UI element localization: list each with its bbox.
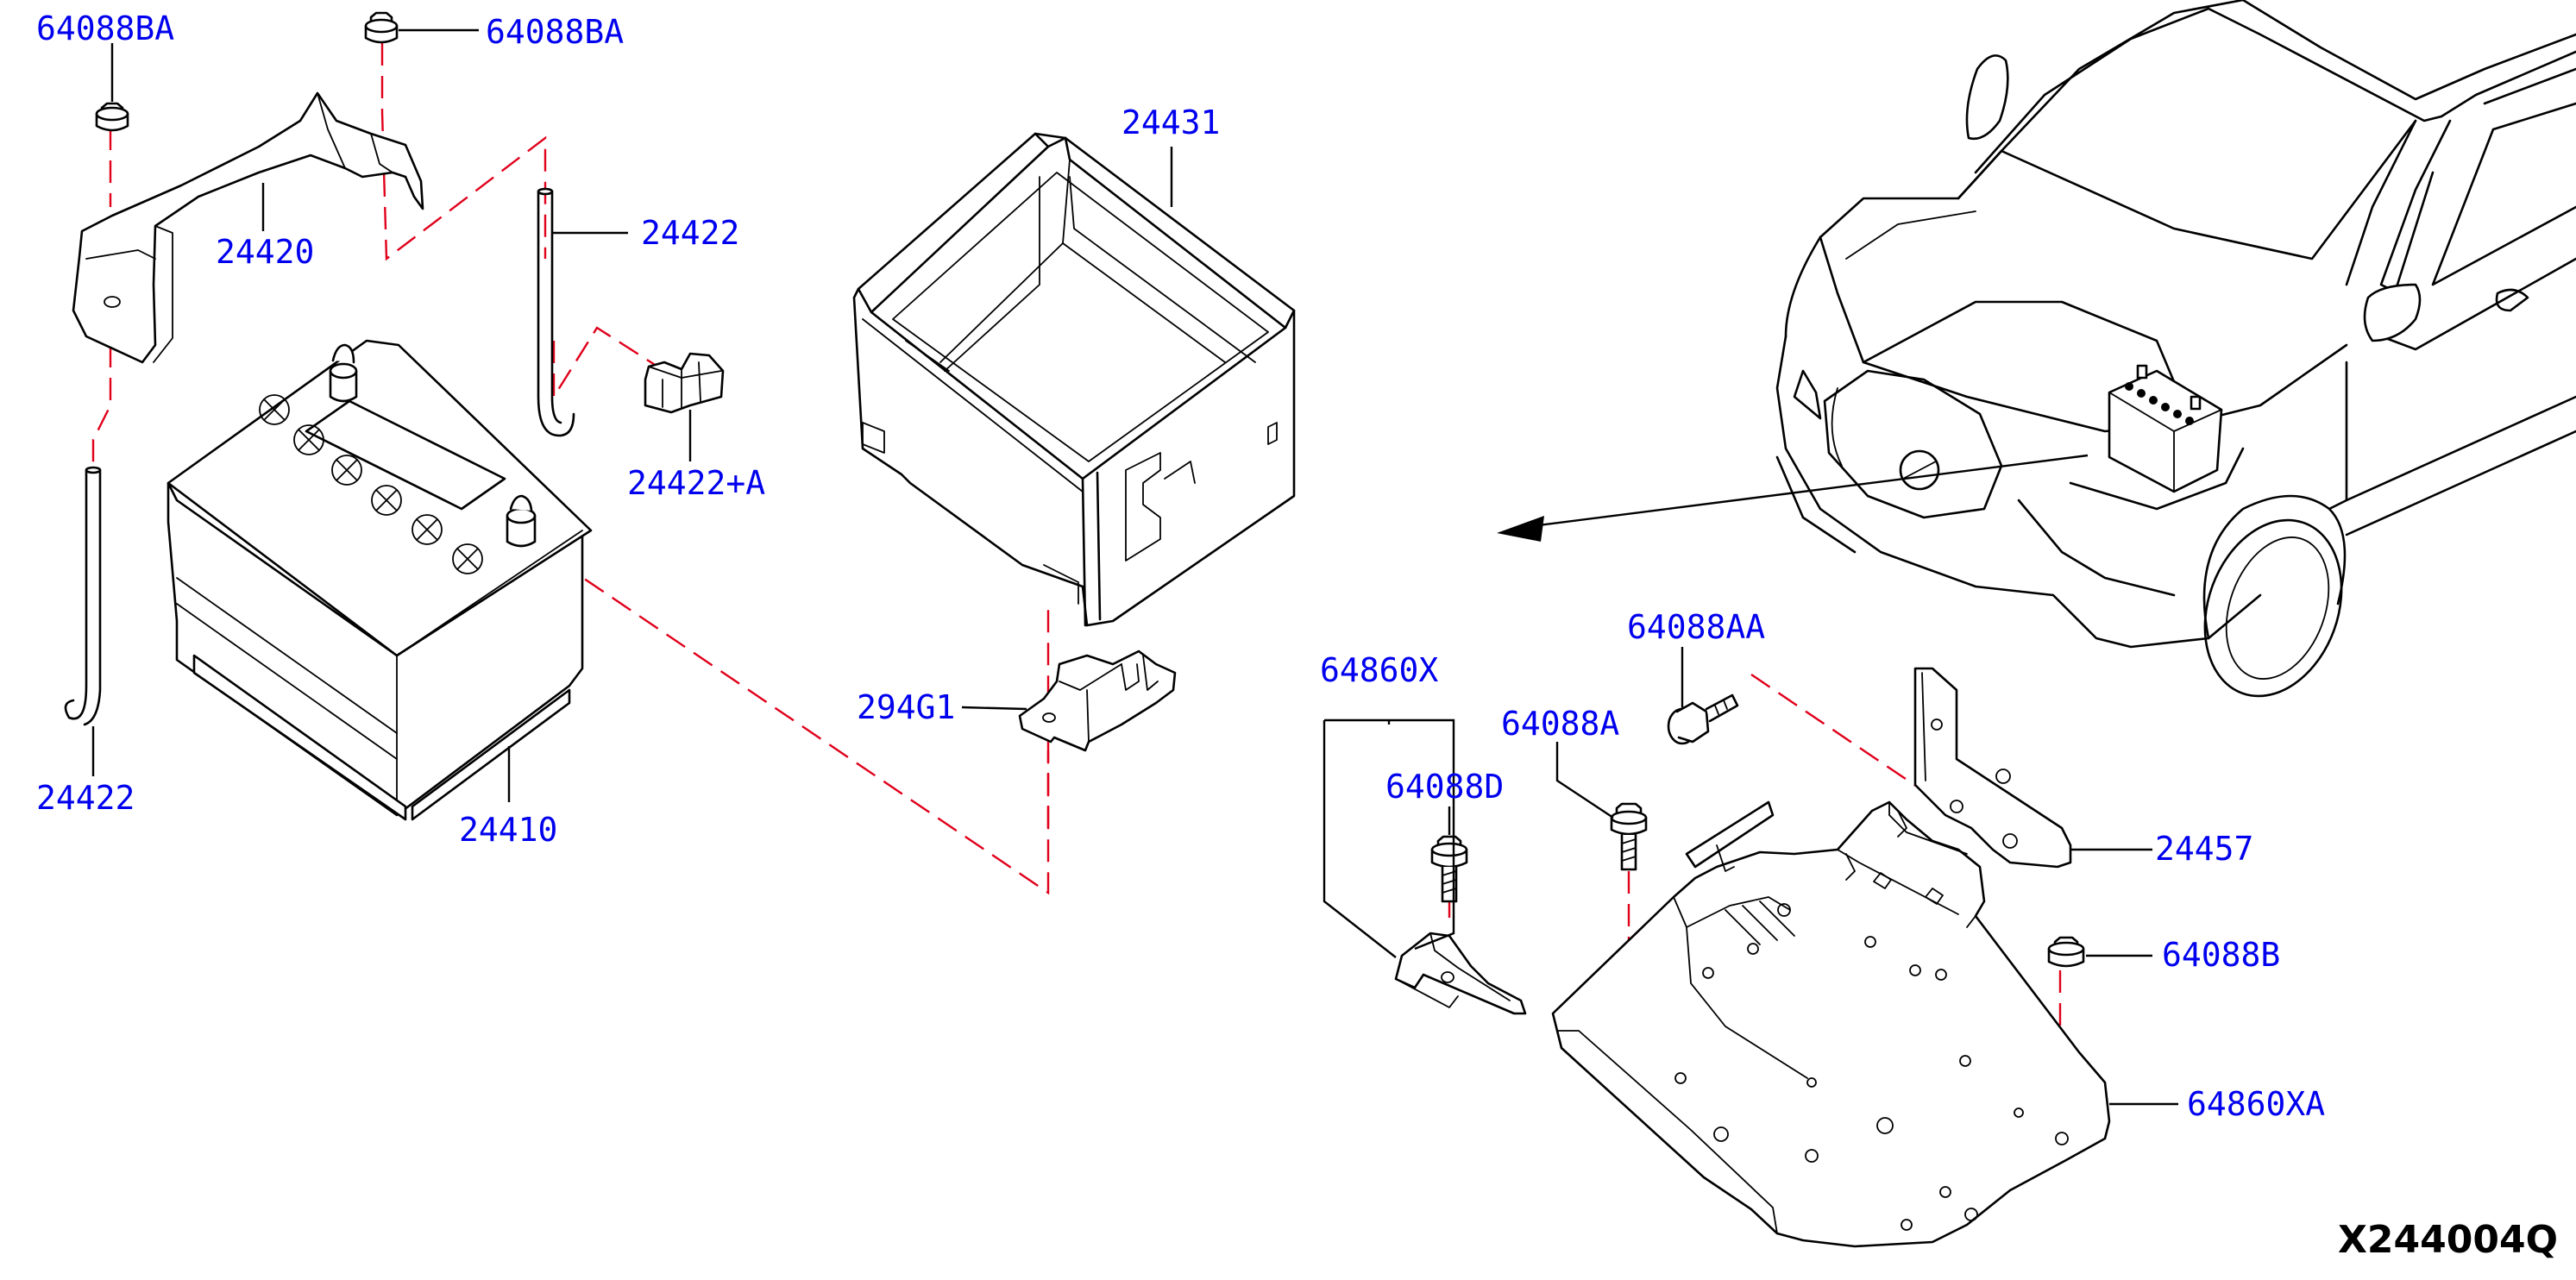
nut-64088ba-left[interactable] (95, 102, 129, 132)
callout-24457[interactable]: 24457 (2155, 830, 2253, 868)
bolt-64088aa[interactable] (1667, 693, 1739, 745)
bolt-64088a[interactable] (1610, 802, 1648, 871)
callout-294g1[interactable]: 294G1 (857, 688, 955, 726)
bracket-64860x[interactable] (1394, 932, 1527, 1015)
battery-terminal-left (329, 343, 358, 403)
nut-64088b[interactable] (2047, 936, 2085, 968)
leader-lines (91, 28, 2178, 1106)
rod-24422-lower[interactable] (64, 466, 102, 726)
battery-frame-24420[interactable] (72, 91, 424, 364)
callout-24422a[interactable]: 24422+A (627, 464, 765, 502)
callout-24422-upper[interactable]: 24422 (641, 214, 739, 252)
bolt-64088d[interactable] (1430, 835, 1468, 903)
battery-terminal-right (506, 494, 537, 548)
callout-64088ba-top[interactable]: 64088BA (486, 13, 624, 51)
callout-24431[interactable]: 24431 (1122, 104, 1220, 141)
battery-tray-64860xa[interactable] (1551, 800, 2111, 1248)
pointer-arrowhead (1497, 516, 1544, 542)
nut-64088ba-top[interactable] (364, 11, 399, 44)
callout-labels: 64088BA 64088BA 24420 24422 24422+A 2442… (36, 9, 2325, 1123)
callout-64088aa[interactable]: 64088AA (1627, 608, 1765, 646)
catalog-code: X244004Q (2338, 1218, 2558, 1262)
plate-24457[interactable] (1913, 667, 2072, 869)
battery-24410[interactable] (166, 339, 593, 821)
callout-24422-lower[interactable]: 24422 (36, 779, 135, 817)
vehicle-location-view (1497, 0, 2576, 698)
bracket-294g1[interactable] (1018, 649, 1177, 752)
callout-24420[interactable]: 24420 (216, 233, 314, 271)
battery-cell-caps (259, 394, 483, 574)
vehicle-battery-location-icon (2108, 364, 2223, 493)
callout-64860xa[interactable]: 64860XA (2187, 1085, 2325, 1123)
rod-24422-upper[interactable] (537, 187, 575, 437)
callout-64088ba-left[interactable]: 64088BA (36, 9, 174, 47)
callout-64088b[interactable]: 64088B (2162, 936, 2280, 974)
callout-24410[interactable]: 24410 (459, 811, 557, 849)
clip-24422a[interactable] (644, 352, 725, 414)
battery-case-24431[interactable] (852, 132, 1296, 627)
callout-64088a[interactable]: 64088A (1501, 705, 1619, 743)
tray-holes (1674, 903, 2069, 1231)
callout-64860x[interactable]: 64860X (1320, 651, 1438, 689)
callout-64088d[interactable]: 64088D (1385, 768, 1504, 806)
